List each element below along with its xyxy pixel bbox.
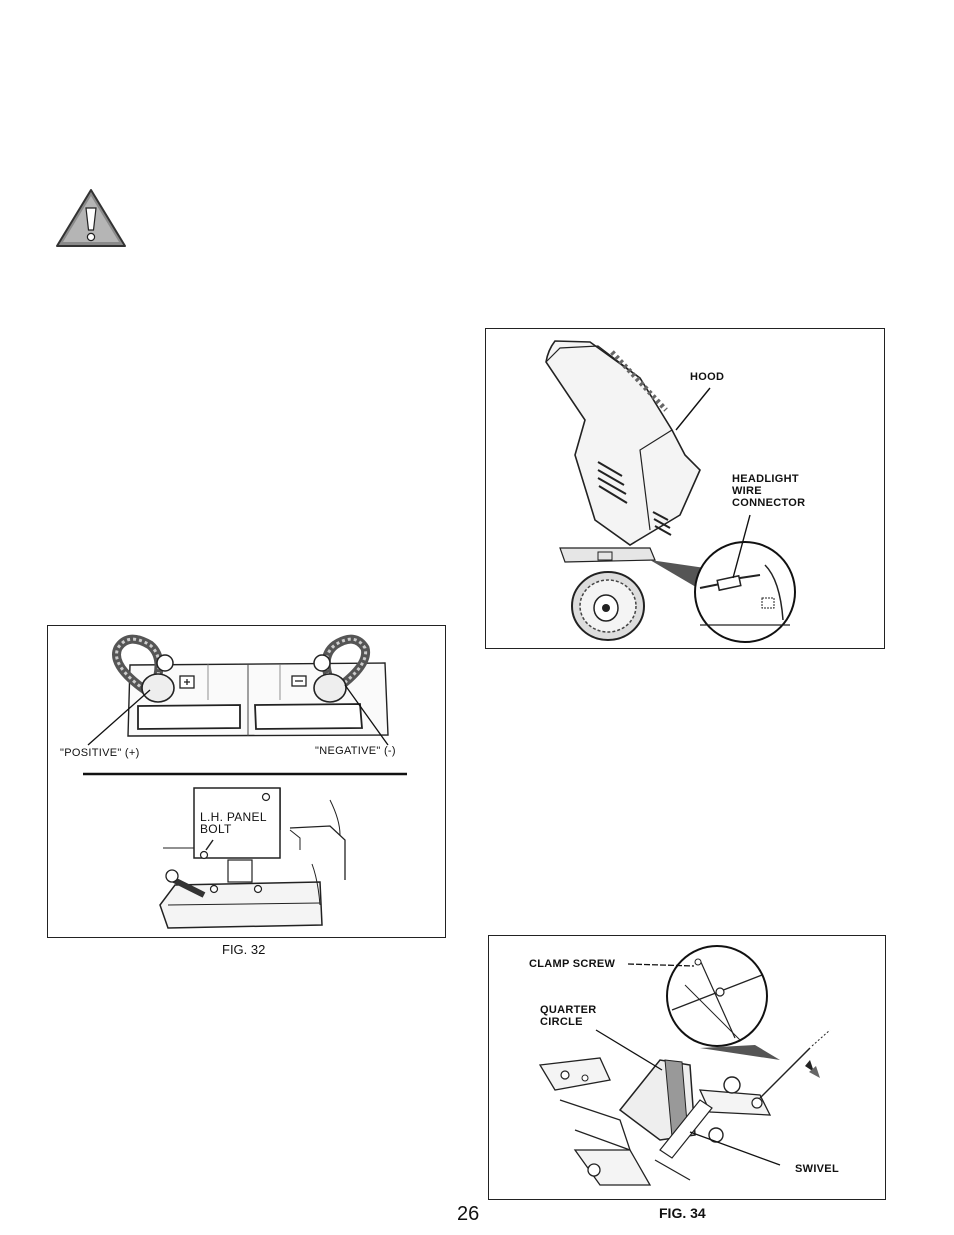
clamp-screw-label: CLAMP SCREW: [529, 958, 615, 970]
figure-32-battery-panel: [47, 625, 446, 938]
quarter-circle-label: QUARTER CIRCLE: [540, 1004, 597, 1028]
figure-34-caption: FIG. 34: [659, 1205, 706, 1221]
figure-34-clamp-swivel: [488, 935, 886, 1200]
figure-32-caption: FIG. 32: [222, 942, 265, 957]
negative-terminal-label: "NEGATIVE" (-): [315, 745, 396, 757]
positive-terminal-label: "POSITIVE" (+): [60, 747, 140, 759]
hood-label: HOOD: [690, 371, 724, 383]
headlight-wire-connector-label: HEADLIGHT WIRE CONNECTOR: [732, 473, 805, 509]
swivel-label: SWIVEL: [795, 1163, 839, 1175]
figure-33-hood-headlight: [485, 328, 885, 649]
page-number: 26: [457, 1203, 479, 1226]
lh-panel-bolt-label: L.H. PANEL BOLT: [200, 811, 267, 835]
